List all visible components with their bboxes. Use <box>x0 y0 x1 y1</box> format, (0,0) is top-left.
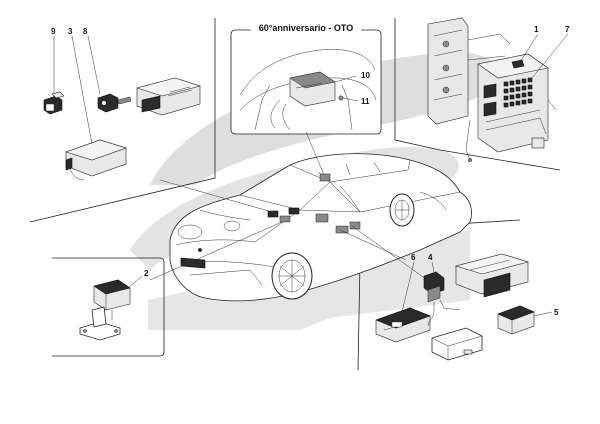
module-3 <box>65 139 127 181</box>
sensor-4 <box>423 271 461 327</box>
inset-title: 60°anniversario - OTO <box>259 23 353 33</box>
oto-screw <box>338 95 344 101</box>
fuse-box-assembly <box>427 17 557 163</box>
callout-6: 6 <box>411 253 416 262</box>
callout-11: 11 <box>361 97 370 106</box>
sensor-8 <box>97 93 132 113</box>
sensor-9 <box>43 91 65 115</box>
callout-10: 10 <box>361 71 370 80</box>
sensor-2 <box>93 279 131 320</box>
module-6 <box>375 307 431 343</box>
rear-wheel <box>389 193 415 227</box>
callout-8: 8 <box>83 27 88 36</box>
inset-box-left: 2 <box>52 257 165 357</box>
control-unit-bottom <box>454 253 530 298</box>
car-drawing <box>169 153 472 302</box>
callout-4: 4 <box>428 253 433 262</box>
control-unit-top <box>135 77 202 116</box>
callout-3: 3 <box>68 27 73 36</box>
callout-2: 2 <box>144 269 149 278</box>
leader-lines <box>149 131 431 283</box>
fuse-grid <box>503 77 533 108</box>
inset-box-60-anniversario: 60°anniversario - OTO 10 11 <box>230 21 382 135</box>
sensor-5 <box>497 305 535 335</box>
sensor-2-bracket <box>79 306 121 341</box>
oto-module <box>270 71 336 131</box>
module-bottom-box <box>431 327 483 361</box>
callout-1: 1 <box>534 25 539 34</box>
front-wheel <box>271 252 313 300</box>
callout-5: 5 <box>554 308 559 317</box>
callout-7: 7 <box>565 25 570 34</box>
callout-9: 9 <box>51 27 56 36</box>
